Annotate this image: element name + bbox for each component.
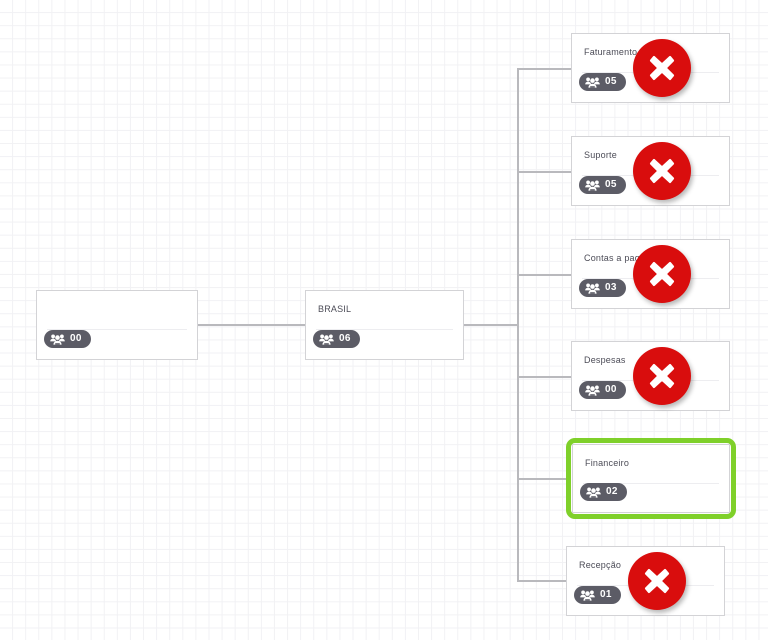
connector-trunk-to-despesas <box>517 376 571 378</box>
people-group-icon <box>585 385 600 396</box>
connector-trunk-to-financeiro <box>517 478 566 480</box>
member-count-badge[interactable]: 01 <box>574 586 621 604</box>
connector-trunk-to-contas <box>517 274 571 276</box>
connector-brasil-to-trunk <box>464 324 519 326</box>
member-count-value: 03 <box>605 282 617 293</box>
red-x-circle-icon[interactable] <box>633 39 691 97</box>
connector-trunk-to-recepcao <box>517 580 566 582</box>
people-group-icon <box>319 334 334 345</box>
node-title: Contas a pagar <box>584 253 649 263</box>
node-financeiro[interactable]: Financeiro 02 <box>572 444 730 513</box>
member-count-value: 06 <box>339 333 351 344</box>
connector-root-to-brasil <box>198 324 305 326</box>
connector-trunk-to-suporte <box>517 171 571 173</box>
member-count-badge[interactable]: 00 <box>44 330 91 348</box>
member-count-badge[interactable]: 00 <box>579 381 626 399</box>
member-count-badge[interactable]: 03 <box>579 279 626 297</box>
node-brasil[interactable]: BRASIL 06 <box>305 290 464 360</box>
node-title: Financeiro <box>585 458 630 468</box>
connector-trunk-to-faturamento <box>517 68 571 70</box>
member-count-badge[interactable]: 05 <box>579 73 626 91</box>
red-x-circle-icon[interactable] <box>633 245 691 303</box>
people-group-icon <box>586 487 601 498</box>
card-divider <box>47 329 187 330</box>
red-x-circle-icon[interactable] <box>633 347 691 405</box>
member-count-value: 02 <box>606 486 618 497</box>
people-group-icon <box>580 590 595 601</box>
member-count-value: 05 <box>605 179 617 190</box>
red-x-circle-icon[interactable] <box>633 142 691 200</box>
people-group-icon <box>585 180 600 191</box>
card-divider <box>583 483 719 484</box>
card-divider <box>316 329 453 330</box>
node-title: Suporte <box>584 150 617 160</box>
people-group-icon <box>50 334 65 345</box>
member-count-value: 01 <box>600 589 612 600</box>
people-group-icon <box>585 77 600 88</box>
member-count-badge[interactable]: 06 <box>313 330 360 348</box>
root-node[interactable]: 00 <box>36 290 198 360</box>
member-count-badge[interactable]: 02 <box>580 483 627 501</box>
node-title: Recepção <box>579 560 622 570</box>
node-title: Despesas <box>584 355 626 365</box>
people-group-icon <box>585 283 600 294</box>
red-x-circle-icon[interactable] <box>628 552 686 610</box>
node-title: Faturamento <box>584 47 638 57</box>
connector-trunk-vertical <box>517 68 519 581</box>
member-count-badge[interactable]: 05 <box>579 176 626 194</box>
member-count-value: 00 <box>605 384 617 395</box>
member-count-value: 05 <box>605 76 617 87</box>
member-count-value: 00 <box>70 333 82 344</box>
node-title: BRASIL <box>318 304 352 314</box>
